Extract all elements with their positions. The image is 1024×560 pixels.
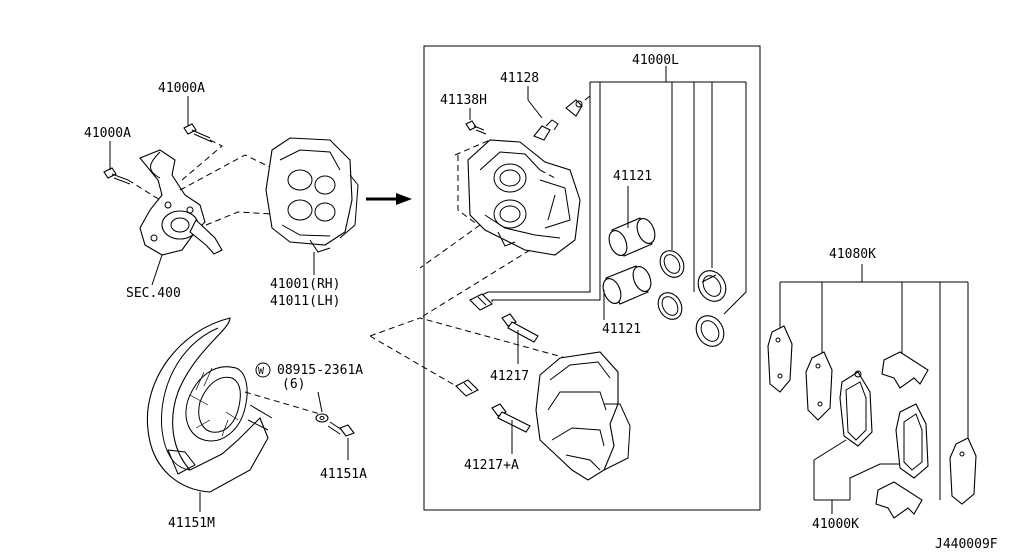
guide-pin-41217a-drawing xyxy=(491,403,531,433)
direction-arrow xyxy=(366,193,412,205)
label-41000l: 41000L xyxy=(632,53,679,68)
label-08915-2361a: 08915-2361A xyxy=(277,363,363,378)
label-41128: 41128 xyxy=(500,71,539,86)
label-41000k: 41000K xyxy=(812,517,859,532)
label-41121-top: 41121 xyxy=(613,169,652,184)
label-qty-6: (6) xyxy=(282,377,305,392)
bolt-41000a-top xyxy=(183,123,213,143)
label-41001rh: 41001(RH) xyxy=(270,277,340,292)
brake-caliper-assembly-drawing xyxy=(265,137,359,253)
label-41151a: 41151A xyxy=(320,467,367,482)
steering-knuckle-drawing xyxy=(139,149,223,256)
label-41080k: 41080K xyxy=(829,247,876,262)
label-diagram-code: J440009F xyxy=(935,537,998,552)
label-41000a-left: 41000A xyxy=(84,126,131,141)
label-41121-bottom: 41121 xyxy=(602,322,641,337)
pin-boot-bottom-drawing xyxy=(455,379,479,397)
label-41217a: 41217+A xyxy=(464,458,519,473)
piston-top-drawing xyxy=(608,217,656,257)
bleeder-screw-drawing xyxy=(533,119,559,141)
seal-ring-2-drawing xyxy=(657,292,683,320)
bolt-41151a-drawing xyxy=(327,421,355,437)
dust-boot-1-drawing xyxy=(697,270,727,302)
caliper-bracket-drawing xyxy=(535,351,631,481)
brake-pad-1-drawing xyxy=(839,370,873,447)
bolt-41138h-drawing xyxy=(465,120,487,135)
bleeder-cap-drawing xyxy=(565,99,583,117)
caliper-assembly-frame xyxy=(423,45,761,511)
caliper-body-drawing xyxy=(467,139,581,256)
label-41011lh: 41011(LH) xyxy=(270,294,340,309)
shim-2-drawing xyxy=(805,351,833,421)
shim-3-drawing xyxy=(949,437,977,505)
pad-clip-bottom-drawing xyxy=(875,481,923,519)
label-sec400: SEC.400 xyxy=(126,286,181,301)
brake-pad-2-drawing xyxy=(895,403,929,479)
pin-boot-top-drawing xyxy=(469,293,493,311)
shim-1-drawing xyxy=(767,325,793,393)
washer-drawing xyxy=(315,413,329,423)
bolt-41000a-left xyxy=(103,167,131,185)
label-41000a-top: 41000A xyxy=(158,81,205,96)
dust-boot-2-drawing xyxy=(695,315,725,347)
label-41138h: 41138H xyxy=(440,93,487,108)
label-41217: 41217 xyxy=(490,369,529,384)
washer-marker-circle xyxy=(255,362,271,378)
washer-marker-letter: W xyxy=(258,366,265,377)
label-41151m: 41151M xyxy=(168,516,215,531)
pad-clip-top-drawing xyxy=(881,351,929,389)
piston-bottom-drawing xyxy=(602,265,652,305)
guide-pin-41217-drawing xyxy=(501,313,539,343)
seal-ring-1-drawing xyxy=(659,250,685,278)
splash-shield-drawing xyxy=(146,317,273,493)
